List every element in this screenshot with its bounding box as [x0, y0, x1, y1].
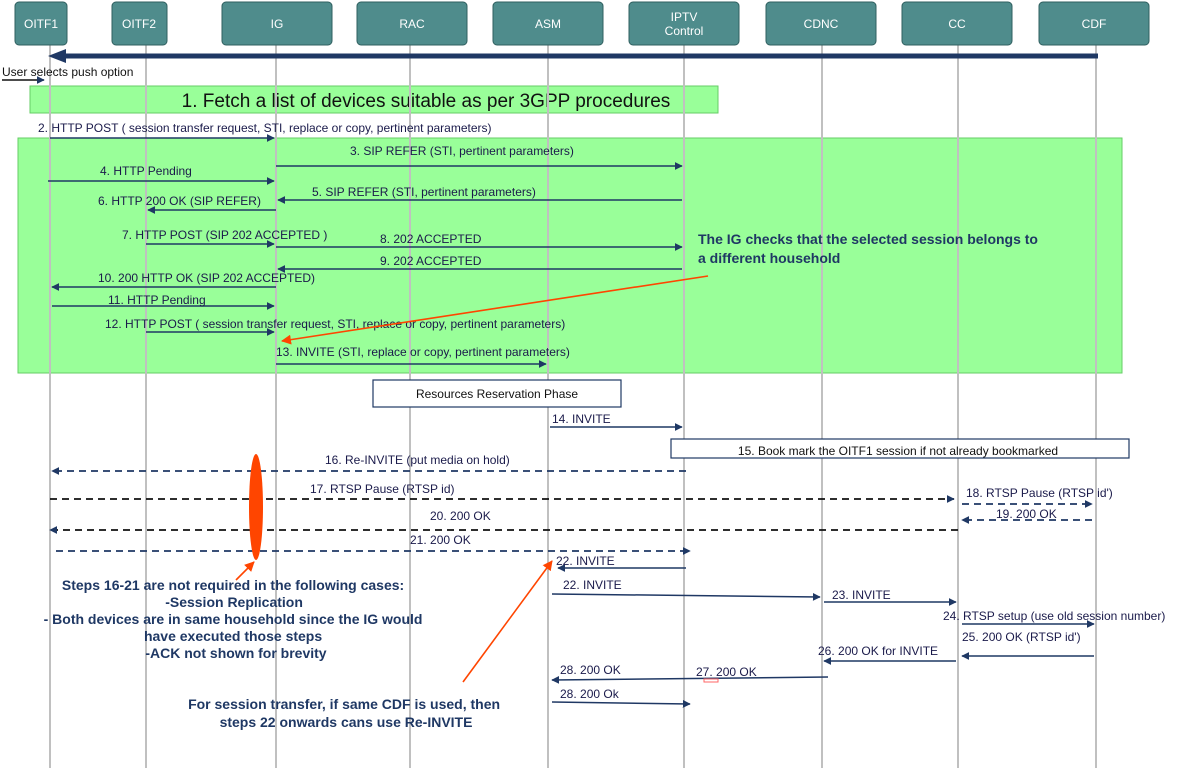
steps-note-pointer [235, 561, 255, 581]
entity-box-iptv-control [628, 1, 740, 46]
msg-label-8: 8. 202 ACCEPTED [380, 232, 482, 246]
msg-label-27: 27. 200 OK [696, 665, 757, 679]
resources-phase-box [372, 379, 622, 408]
msg-label-4: 4. HTTP Pending [100, 164, 192, 178]
entity-box-asm [492, 1, 604, 46]
msg-label-20: 20. 200 OK [430, 509, 491, 523]
entity-label-asm: ASM [535, 17, 561, 31]
entity-box-cdnc [765, 1, 877, 46]
entity-label-ig: IG [271, 17, 284, 31]
ig-check-note: The IG checks that the selected session … [698, 231, 1038, 266]
small-red-mark [703, 678, 719, 683]
msg-label-6: 6. HTTP 200 OK (SIP REFER) [98, 194, 261, 208]
msg-label-11: 11. HTTP Pending [108, 293, 206, 307]
msg-label-22a: 22. INVITE [556, 554, 615, 568]
msg-label-18: 18. RTSP Pause (RTSP id') [966, 486, 1113, 500]
bookmark-note-label: 15. Book mark the OITF1 session if not a… [738, 444, 1058, 458]
msg-label-21: 21. 200 OK [410, 533, 471, 547]
ig-check-pointer [281, 275, 709, 345]
msg-label-24: 24. RTSP setup (use old session number) [943, 609, 1165, 623]
entity-label-oitf2: OITF2 [122, 17, 156, 31]
msg-label-3: 3. SIP REFER (STI, pertinent parameters) [350, 144, 574, 158]
entity-label-cdnc: CDNC [804, 17, 839, 31]
arrow-28 [551, 699, 691, 708]
message-labels: 2. HTTP POST ( session transfer request,… [38, 121, 1165, 701]
steps-highlight-ellipse [249, 454, 263, 560]
msg-label-17: 17. RTSP Pause (RTSP id) [310, 482, 455, 496]
msg-label-22b: 22. INVITE [563, 578, 622, 592]
msg-label-12: 12. HTTP POST ( session transfer request… [105, 317, 565, 331]
entity-box-cdf [1038, 1, 1150, 46]
msg-label-25: 25. 200 OK (RTSP id') [962, 630, 1081, 644]
msg-label-26: 26. 200 OK for INVITE [818, 644, 938, 658]
entity-label-oitf1: OITF1 [24, 17, 58, 31]
msg-label-2: 2. HTTP POST ( session transfer request,… [38, 121, 492, 135]
msg-label-16: 16. Re-INVITE (put media on hold) [325, 453, 510, 467]
msg-label-28a: 28. 200 OK [560, 663, 621, 677]
msg-label-10: 10. 200 HTTP OK (SIP 202 ACCEPTED) [98, 271, 315, 285]
dashed-arrows [49, 467, 1093, 555]
msg-label-5: 5. SIP REFER (STI, pertinent parameters) [312, 185, 536, 199]
msg-label-23: 23. INVITE [832, 588, 891, 602]
msg-label-13: 13. INVITE (STI, replace or copy, pertin… [276, 345, 570, 359]
entity-label-cc: CC [948, 17, 966, 31]
phase1-box [29, 85, 719, 114]
resources-phase-label: Resources Reservation Phase [416, 387, 578, 401]
entity-box-rac [356, 1, 468, 46]
entity-label-cdf: CDF [1082, 17, 1107, 31]
entity-box-oitf2 [111, 1, 168, 46]
entity-box-oitf1 [14, 1, 68, 46]
msg-label-9: 9. 202 ACCEPTED [380, 254, 482, 268]
arrow-22c [551, 592, 821, 601]
msg-label-19: 19. 200 OK [996, 507, 1057, 521]
transfer-note-pointer [462, 560, 553, 683]
msg-label-14: 14. INVITE [552, 412, 611, 426]
message-arrows [48, 134, 1095, 708]
msg-label-28b: 28. 200 Ok [560, 687, 620, 701]
sip-refer-phase-box [17, 137, 1123, 374]
msg-label-7: 7. HTTP POST (SIP 202 ACCEPTED ) [122, 228, 327, 242]
arrow-27 [551, 675, 829, 684]
user-selects-push-note: User selects push option [2, 65, 133, 79]
phase1-title: 1. Fetch a list of devices suitable as p… [182, 91, 671, 112]
entity-box-cc [901, 1, 1013, 46]
push-option-arrowhead [48, 49, 66, 63]
entity-label-rac: RAC [399, 17, 425, 31]
bookmark-note-box [670, 438, 1130, 459]
transfer-note: For session transfer, if same CDF is use… [188, 696, 504, 730]
steps-note: Steps 16-21 are not required in the foll… [44, 577, 427, 661]
entity-box-ig [221, 1, 333, 46]
